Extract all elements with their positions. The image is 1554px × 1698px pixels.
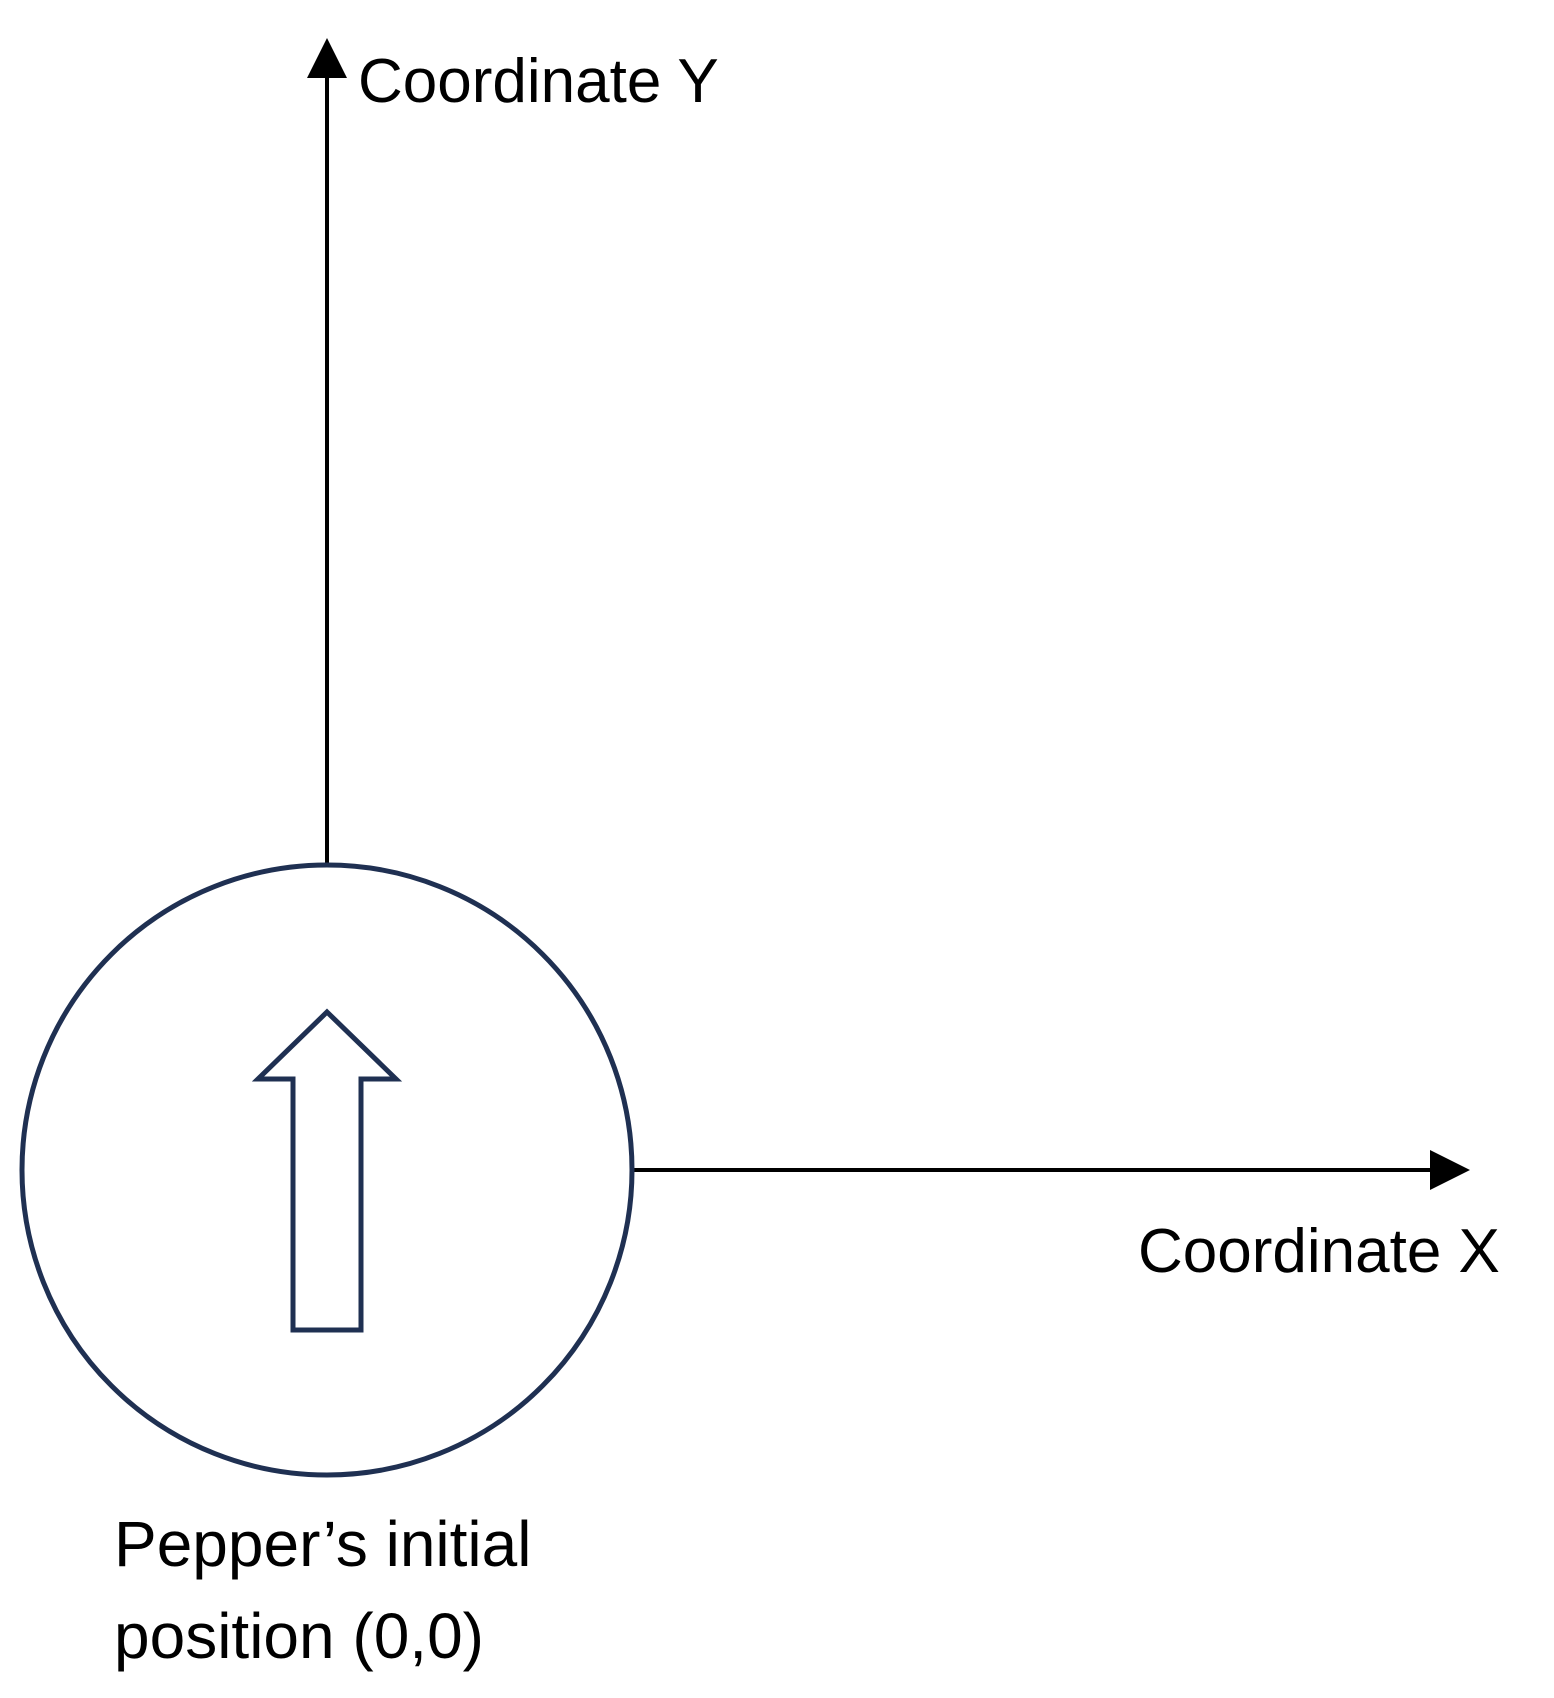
y-axis-label: Coordinate Y [358,47,719,116]
caption-line-2: position (0,0) [114,1600,484,1672]
robot-position-circle [19,862,635,1478]
caption-line-1: Pepper’s initial [114,1508,532,1580]
up-arrow-icon [251,1008,403,1333]
robot-initial-position-caption: Pepper’s initial position (0,0) [114,1498,531,1682]
x-axis-label: Coordinate X [1138,1217,1500,1286]
